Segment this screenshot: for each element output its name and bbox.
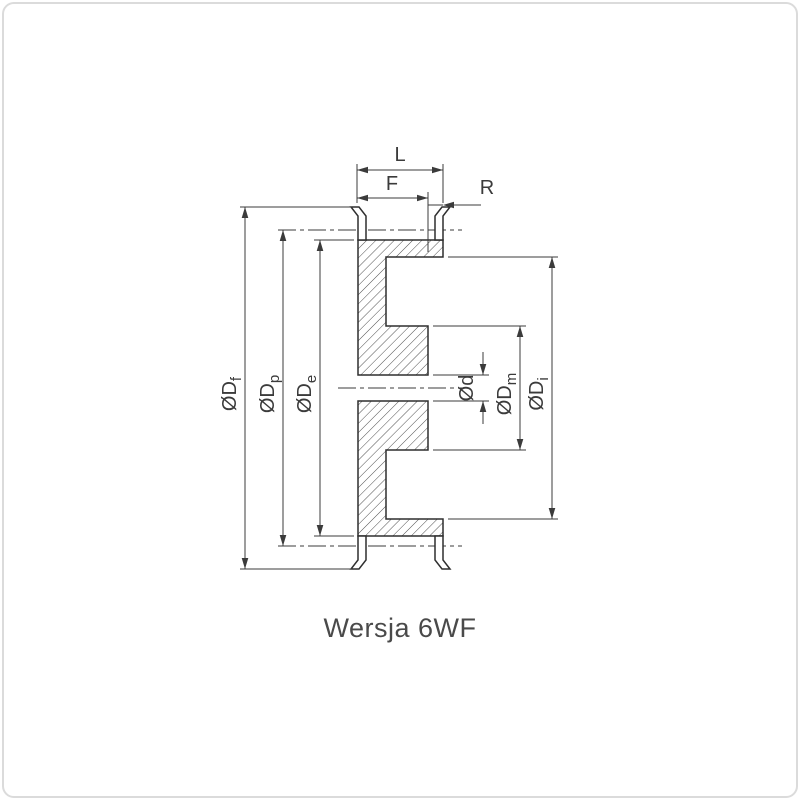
flange-bottom-left: [349, 535, 367, 570]
flange-top-left: [349, 206, 367, 241]
section-upper-half: [357, 239, 444, 376]
dim-dp: ØDp: [257, 230, 287, 546]
section-lower-half: [357, 400, 444, 537]
caption: Wersja 6WF: [323, 613, 476, 643]
dim-f: F: [357, 173, 429, 252]
centerlines: [278, 229, 468, 547]
dim-d-bore: Ød: [433, 352, 489, 424]
dim-label-dp: ØDp: [257, 375, 283, 413]
dim-label-l: L: [394, 144, 405, 166]
dim-di: ØDi: [448, 256, 558, 520]
dim-label-di: ØDi: [526, 377, 552, 410]
pulley-section: [349, 206, 452, 570]
dim-r: R: [428, 177, 494, 209]
flange-top-right: [434, 206, 452, 241]
dim-label-d: Ød: [456, 375, 478, 402]
dim-label-r: R: [480, 177, 494, 199]
dim-label-df: ØDf: [219, 376, 245, 411]
dim-label-dm: ØDm: [494, 373, 520, 416]
dim-label-f: F: [386, 173, 398, 195]
dim-l: L: [356, 144, 444, 203]
dim-de: ØDe: [294, 239, 354, 537]
dim-label-de: ØDe: [294, 375, 320, 413]
dim-dm: ØDm: [433, 325, 526, 451]
dim-df: ØDf: [219, 206, 352, 570]
flange-bottom-right: [434, 535, 452, 570]
